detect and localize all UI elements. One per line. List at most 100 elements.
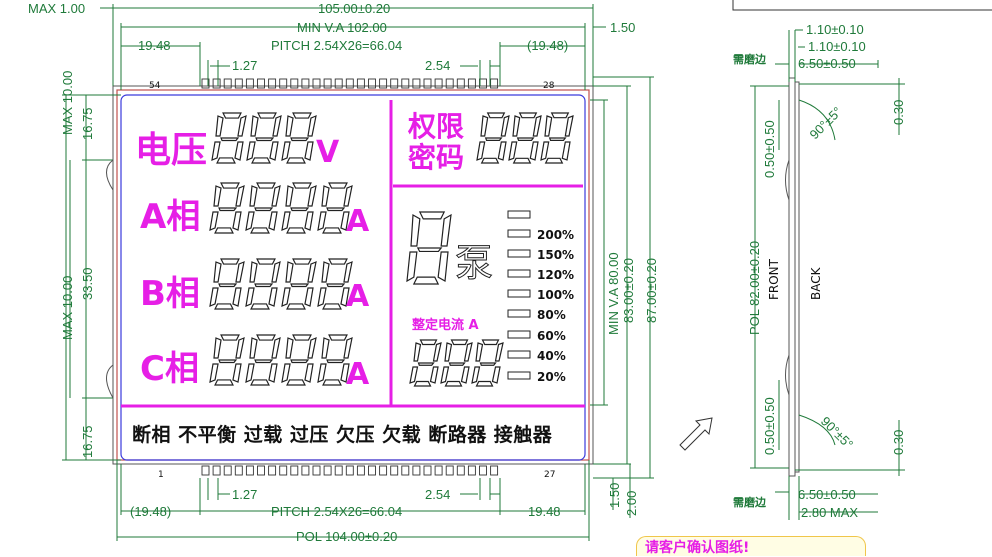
segment-digit: [211, 112, 247, 164]
side-0-50-bottom: 0.50±0.50: [762, 397, 777, 455]
segment-digit: [281, 334, 317, 386]
bar-segment: [507, 269, 531, 278]
dim-pitch-bottom: PITCH 2.54X26=66.04: [271, 504, 402, 519]
side-0-30-top: 0.30: [891, 100, 906, 125]
pin: [379, 78, 388, 89]
dim-pitch-1-27-bottom: 1.27: [232, 487, 257, 502]
segment-digit: [245, 182, 281, 234]
bar-segment: [507, 289, 531, 298]
segment-digit: [209, 334, 245, 386]
volt-unit: V: [316, 135, 340, 170]
pin: [467, 465, 476, 476]
auth-label-1: 权限: [407, 110, 464, 143]
side-grind-edge-top: 需磨边: [733, 52, 767, 66]
bar-segment: [507, 371, 531, 380]
segment-digit: [209, 182, 245, 234]
dim-1-50-bottom: 1.50: [607, 483, 622, 508]
pin: [445, 78, 454, 89]
segment-digit: [540, 112, 574, 164]
segment-digit: [317, 258, 353, 310]
phase-a-label: A相: [140, 197, 200, 237]
segment-digit: [281, 258, 317, 310]
segment-digit: [317, 334, 353, 386]
dim-right-19-48-paren: (19.48): [527, 38, 568, 53]
segment-digit: [245, 258, 281, 310]
segment-digit: [317, 182, 353, 234]
pin: [312, 78, 321, 89]
pin: [423, 465, 432, 476]
pin: [257, 78, 265, 89]
pin: [223, 78, 232, 89]
segment-digit: [245, 334, 281, 386]
auth-label-2: 密码: [408, 141, 464, 174]
top-right-box: [732, 0, 992, 11]
dim-16-75-top: 16.75: [80, 107, 95, 140]
dim-pol-104: POL 104.00±0.20: [296, 529, 397, 544]
pin: [412, 465, 421, 476]
pin: [356, 465, 365, 476]
pin: [379, 465, 388, 476]
percent-label: 40%: [537, 349, 566, 363]
dim-max-10-top: MAX 10.00: [60, 71, 75, 135]
top-pin-strip: [201, 78, 499, 89]
pin: [279, 465, 288, 476]
phase-c-unit: A: [346, 357, 370, 392]
dim-max-1-00: MAX 1.00: [28, 1, 85, 16]
pump-label: 泵: [455, 241, 493, 285]
pin: [257, 465, 265, 476]
pin: [368, 78, 376, 89]
pin: [456, 78, 465, 89]
side-0-30-bottom: 0.30: [891, 430, 906, 455]
segment-digit: [476, 112, 510, 164]
percent-bar-graph: 200%150%120%100%80%60%40%20%: [507, 210, 574, 384]
segment-digit: [440, 339, 473, 387]
pin: [423, 78, 432, 89]
pin: [368, 465, 376, 476]
dim-pitch-2-54-top: 2.54: [425, 58, 450, 73]
dim-16-75-bottom: 16.75: [80, 425, 95, 458]
pin-54-label: 54: [149, 81, 161, 91]
percent-label: 60%: [537, 329, 566, 343]
side-top-1-10-a: 1.10±0.10: [806, 22, 864, 37]
dim-pitch-top: PITCH 2.54X26=66.04: [271, 38, 402, 53]
pin: [268, 78, 277, 89]
pin: [401, 465, 410, 476]
pin-27-label: 27: [544, 470, 555, 480]
pin: [490, 465, 499, 476]
pin: [456, 465, 465, 476]
segment-digit: [409, 339, 442, 387]
percent-label: 150%: [537, 248, 574, 262]
confirm-note-banner: 请客户确认图纸!: [636, 536, 866, 556]
pin: [356, 78, 365, 89]
bar-segment: [507, 330, 531, 339]
pin: [490, 78, 499, 89]
rated-current-label: 整定电流 A: [411, 317, 479, 333]
viewing-area: [120, 94, 586, 461]
pin: [245, 465, 254, 476]
pin: [390, 78, 399, 89]
pin: [345, 78, 354, 89]
pin: [279, 78, 288, 89]
side-bottom-6-50: 6.50±0.50: [798, 487, 856, 502]
dim-pitch-1-27-top: 1.27: [232, 58, 257, 73]
side-angle-top: 90°±5°: [807, 104, 845, 142]
side-pol-82: POL 82.00±0.20: [747, 241, 762, 335]
pin: [401, 78, 410, 89]
pin: [301, 465, 310, 476]
bar-segment: [507, 249, 531, 258]
dim-83: 83.00±0.20: [621, 258, 636, 323]
pin: [312, 465, 321, 476]
pin: [245, 78, 254, 89]
segment-digit: [246, 112, 282, 164]
phase-a-unit: A: [346, 204, 370, 239]
side-0-50-top: 0.50±0.50: [762, 120, 777, 178]
dim-pitch-2-54-bottom: 2.54: [425, 487, 450, 502]
dim-left-19-48-paren: (19.48): [130, 504, 171, 519]
dim-right-1-50: 1.50: [610, 20, 635, 35]
dim-33-50: 33.50: [80, 267, 95, 300]
pin: [434, 78, 443, 89]
side-top-6-50: 6.50±0.50: [798, 56, 856, 71]
percent-label: 100%: [537, 288, 574, 302]
pin: [201, 465, 210, 476]
